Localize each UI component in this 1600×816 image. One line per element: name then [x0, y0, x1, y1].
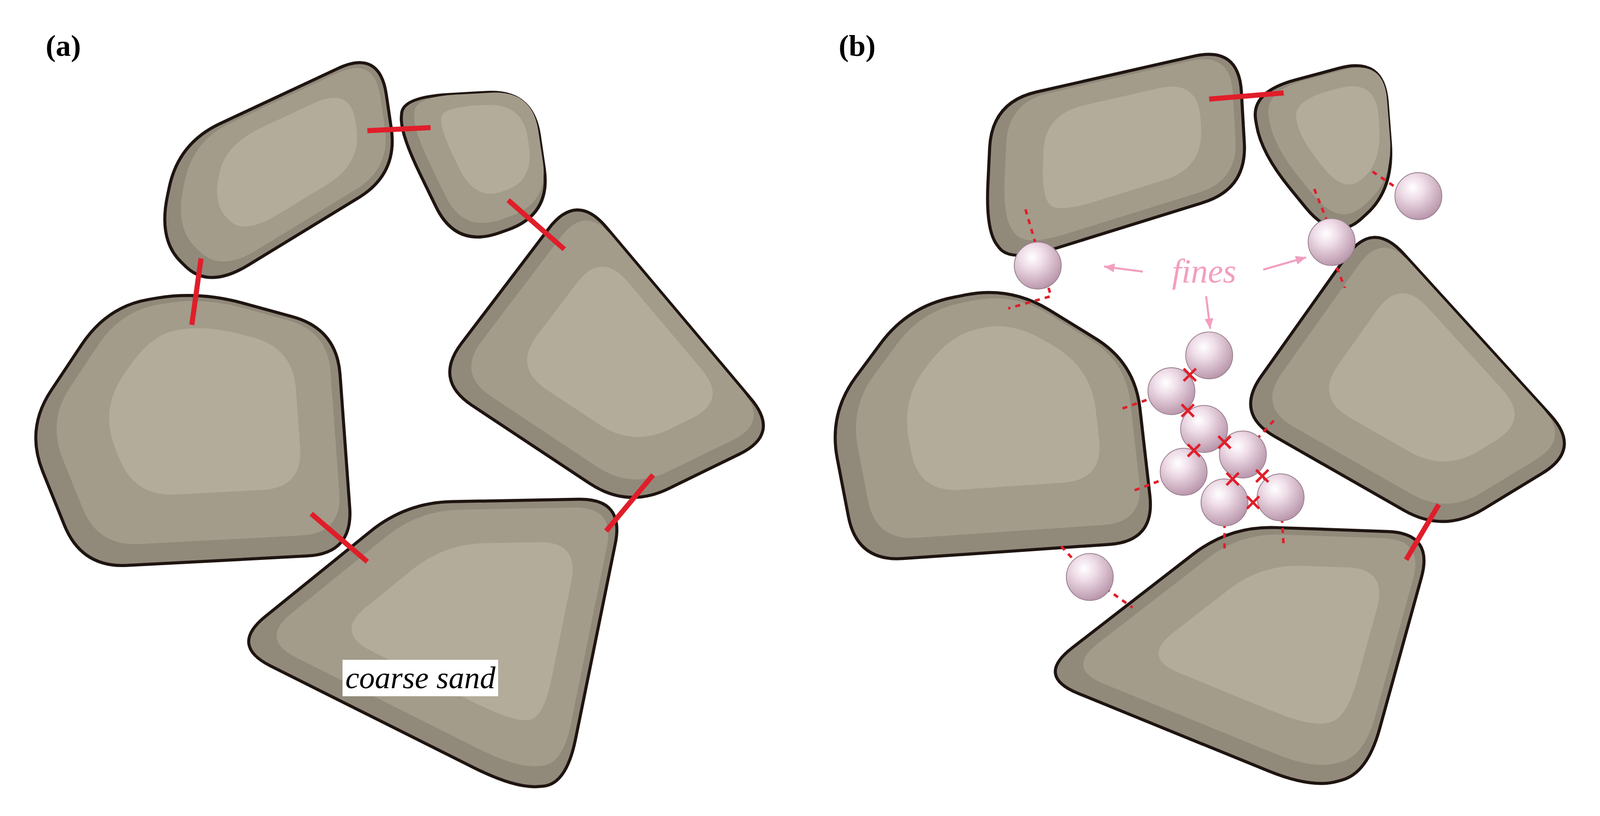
cross-stroke	[1218, 435, 1231, 449]
grain-highlight	[1042, 86, 1202, 209]
fine-contact-line	[1061, 545, 1133, 607]
grain-shade	[1272, 247, 1556, 504]
grain-outline	[164, 62, 393, 278]
grain-outline	[835, 292, 1151, 559]
grain-outline	[35, 295, 351, 566]
sand-grain	[449, 210, 764, 498]
grain-highlight	[1296, 86, 1380, 185]
contact-line	[508, 200, 565, 250]
contact-line	[191, 258, 201, 325]
panel-label: (b)	[838, 29, 876, 63]
cross-stroke	[1226, 472, 1240, 485]
contact-line	[367, 127, 431, 131]
sand-grain	[1055, 527, 1425, 783]
fine-contact-line	[1336, 267, 1346, 288]
arrow-head	[1104, 263, 1116, 273]
fines-label: fines	[1171, 252, 1237, 291]
contact-cross	[1247, 496, 1260, 509]
grain-shade	[1004, 59, 1236, 241]
fine-particle	[1147, 367, 1195, 415]
contact-cross	[1218, 435, 1231, 449]
contact-line	[606, 474, 653, 531]
cross-stroke	[1183, 368, 1196, 381]
grain-highlight	[441, 104, 530, 194]
cross-stroke	[1181, 404, 1195, 417]
grain-shade	[413, 92, 544, 223]
sand-grain	[248, 499, 617, 787]
contact-cross	[1187, 444, 1201, 457]
fine-particle	[1201, 478, 1249, 526]
grain-highlight	[109, 327, 301, 495]
grain-outline	[248, 499, 617, 787]
grain-shade	[855, 298, 1140, 538]
cross-stroke	[1226, 472, 1240, 485]
sand-grain	[1255, 65, 1391, 229]
grain-outline	[1250, 237, 1565, 522]
contact-cross	[1256, 469, 1269, 483]
cross-stroke	[1187, 444, 1201, 457]
cross-stroke	[1187, 444, 1201, 457]
leader-arrow	[1204, 296, 1214, 329]
fine-particle	[1219, 430, 1266, 478]
cross-stroke	[1183, 368, 1196, 381]
grain-shade	[471, 220, 754, 480]
grain-shade	[180, 68, 386, 262]
sand-grain	[35, 295, 351, 566]
fine-contact-line	[1314, 188, 1327, 220]
grain-outline	[1255, 65, 1391, 229]
arrow-head	[1294, 255, 1307, 265]
grain-highlight	[1158, 565, 1380, 724]
grain-outline	[449, 210, 764, 498]
cross-stroke	[1247, 496, 1260, 509]
grain-highlight	[1328, 292, 1515, 461]
contact-cross	[1226, 472, 1240, 485]
grain-shade	[1268, 67, 1391, 215]
sand-grain	[164, 62, 393, 278]
panel-label: (a)	[45, 29, 81, 63]
cross-stroke	[1256, 469, 1269, 483]
leader-arrow	[1263, 255, 1307, 270]
fine-particle	[1066, 553, 1114, 600]
grain-outline	[1055, 527, 1425, 783]
sand-grain	[987, 54, 1245, 256]
contact-line	[1406, 504, 1439, 560]
grain-outline	[987, 54, 1245, 256]
contact-line	[1209, 92, 1284, 99]
grain-highlight	[527, 266, 713, 437]
sand-grain	[1250, 237, 1565, 522]
leader-arrow	[1104, 263, 1143, 273]
grain-highlight	[217, 97, 358, 227]
fine-particle	[1014, 241, 1062, 289]
grain-shade	[1083, 534, 1416, 765]
contact-cross	[1183, 368, 1196, 381]
grain-shade	[276, 507, 609, 766]
cross-stroke	[1256, 469, 1269, 483]
grain-shade	[56, 300, 340, 545]
cross-stroke	[1181, 404, 1195, 417]
fine-particle	[1394, 172, 1442, 220]
cross-stroke	[1247, 496, 1260, 509]
contact-cross	[1181, 404, 1195, 417]
sand-grain	[835, 292, 1151, 559]
arrow-head	[1204, 317, 1214, 329]
cross-stroke	[1218, 435, 1231, 449]
material-label: coarse sand	[342, 659, 499, 696]
contact-line	[311, 513, 368, 562]
grain-highlight	[906, 325, 1100, 490]
fine-particle	[1308, 218, 1355, 266]
fine-particle	[1257, 473, 1304, 521]
